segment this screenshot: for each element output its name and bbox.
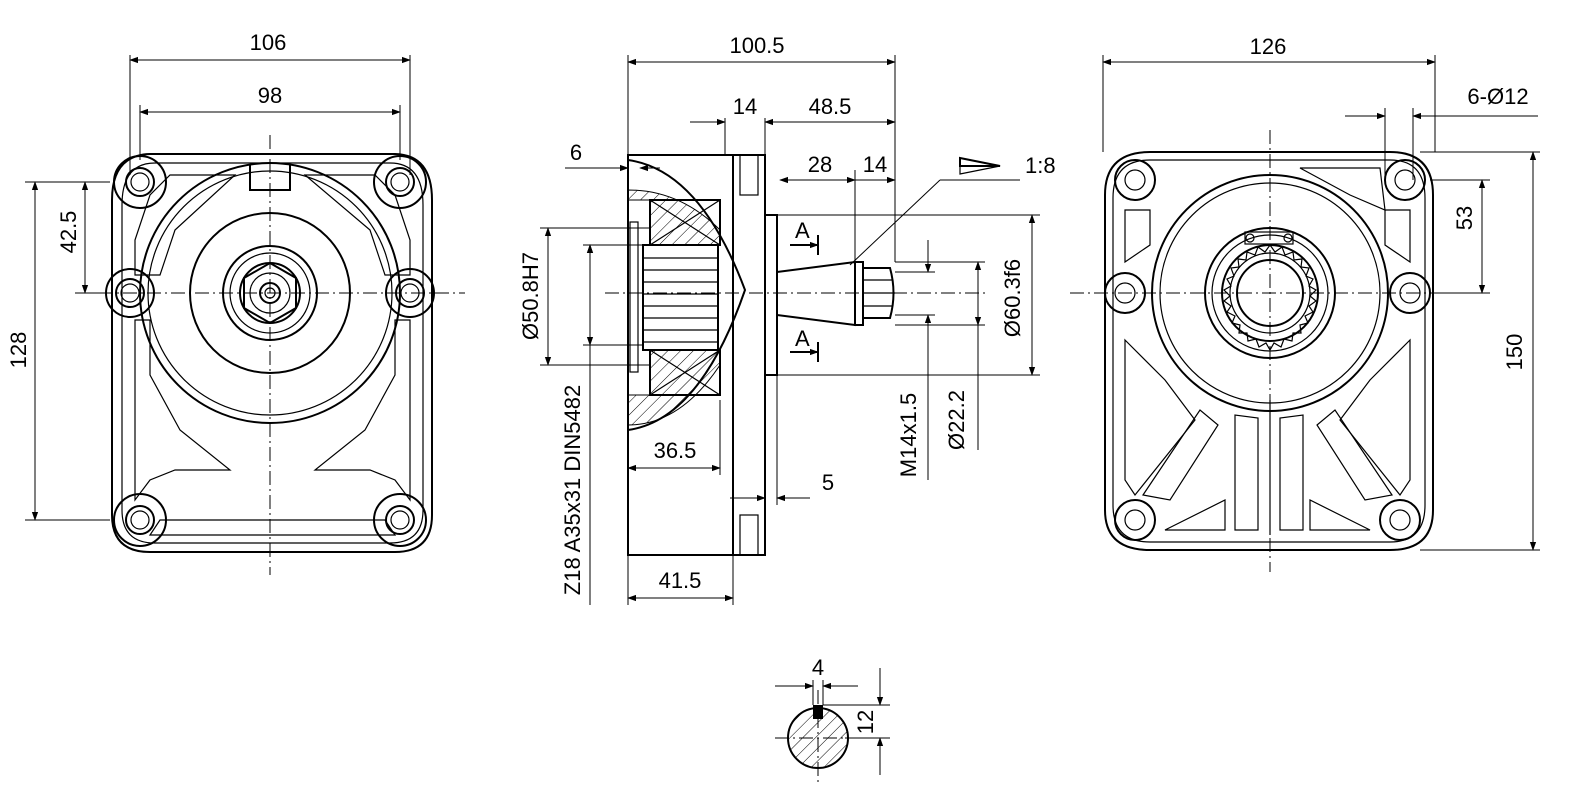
side-dim-spigot-diameter: Ø60.3f6 bbox=[1000, 259, 1025, 337]
rear-dim-holes: 6-Ø12 bbox=[1467, 84, 1528, 109]
taper-ratio: 1:8 bbox=[1025, 153, 1056, 178]
side-dim-pilot-diameter: Ø50.8H7 bbox=[518, 252, 543, 340]
side-dim-spline: Z18 A35x31 DIN5482 bbox=[560, 385, 585, 595]
side-dim-base-length: 41.5 bbox=[659, 568, 702, 593]
side-dim-shaft-diameter: Ø22.2 bbox=[944, 390, 969, 450]
front-dim-center-offset: 42.5 bbox=[56, 211, 81, 254]
side-dim-body-depth: 36.5 bbox=[654, 438, 697, 463]
rear-view: 126 6-Ø12 53 150 bbox=[1070, 34, 1540, 572]
side-dim-flange-width: 14 bbox=[733, 94, 757, 119]
front-dim-width-bolts: 98 bbox=[258, 83, 282, 108]
side-dim-taper-length: 28 bbox=[808, 152, 832, 177]
rear-dim-width: 126 bbox=[1250, 34, 1287, 59]
section-label-bottom: A bbox=[795, 326, 810, 351]
side-view: A A 1:8 100.5 14 48.5 28 14 6 Ø50.8H7 bbox=[518, 33, 1056, 605]
side-dim-thread: M14x1.5 bbox=[896, 393, 921, 477]
rear-dim-height: 150 bbox=[1502, 334, 1527, 371]
section-dim-key-width: 4 bbox=[812, 655, 824, 680]
side-dim-spigot: 5 bbox=[822, 470, 834, 495]
section-view: 4 12 bbox=[775, 655, 890, 785]
spline-teeth bbox=[643, 257, 718, 343]
front-view: 106 98 128 42.5 bbox=[6, 30, 465, 575]
section-label-top: A bbox=[795, 218, 810, 243]
section-dim-key-depth: 12 bbox=[853, 710, 878, 734]
front-dim-height-bolts: 128 bbox=[6, 332, 31, 369]
side-dim-shaft-total: 48.5 bbox=[809, 94, 852, 119]
rear-dim-offset: 53 bbox=[1452, 206, 1477, 230]
side-dim-thread-length: 14 bbox=[863, 152, 887, 177]
side-dim-left-offset: 6 bbox=[570, 140, 582, 165]
side-dim-overall: 100.5 bbox=[729, 33, 784, 58]
rear-bolt-holes bbox=[1104, 159, 1431, 541]
front-dim-width-outer: 106 bbox=[250, 30, 287, 55]
